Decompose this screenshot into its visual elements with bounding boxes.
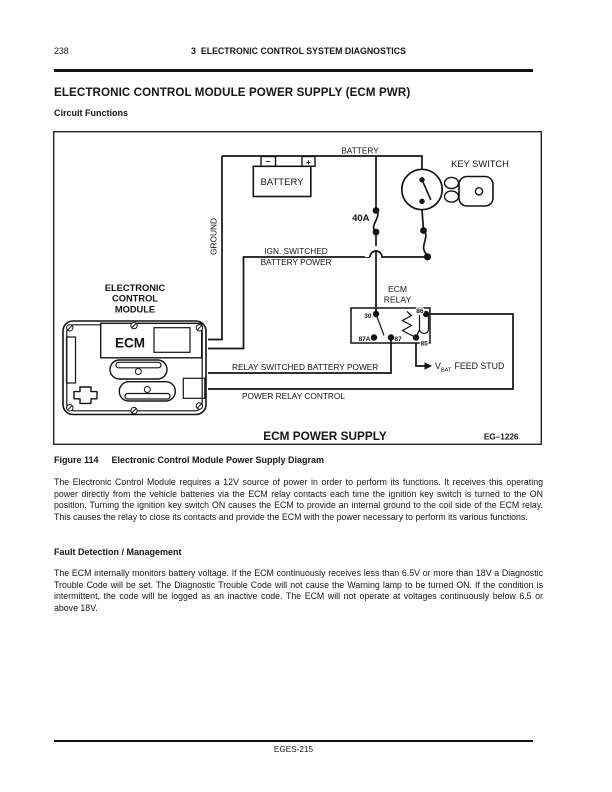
ecm-module-illustration: ECM <box>62 320 207 416</box>
relay-terminal-30-dot <box>372 310 380 318</box>
ecm-relay-label-line2: RELAY <box>384 294 412 304</box>
relay-terminal-86-dot <box>422 310 430 318</box>
document-id-footer: EGES-215 <box>273 745 314 754</box>
ecm-screws <box>66 321 204 415</box>
chapter-header: 3 ELECTRONIC CONTROL SYSTEM DIAGNOSTICS <box>191 46 406 56</box>
fault-detection-paragraph: The ECM internally monitors battery volt… <box>54 568 543 614</box>
header-rule <box>54 69 533 72</box>
ecm-side-panel <box>65 336 77 384</box>
circuit-functions-heading: Circuit Functions <box>54 108 128 118</box>
fuse-terminal-top <box>372 207 380 214</box>
relay-contact-arm <box>375 313 385 336</box>
key-switch-contact-top <box>419 177 425 183</box>
fuse-terminal-bottom <box>372 228 380 236</box>
ign-switched-wire-hop <box>369 250 428 258</box>
battery-minus-sign: − <box>266 156 271 166</box>
diagram-title: ECM POWER SUPPLY <box>263 429 387 443</box>
vbat-feed-wire <box>415 343 425 367</box>
key-switch-contact-bottom <box>419 198 425 204</box>
figure-caption-label: Figure 114 <box>54 455 99 465</box>
key-switch-arm <box>421 179 432 201</box>
relay-coil-zigzag <box>401 311 417 339</box>
ecm-plate-label: ECM <box>115 336 145 351</box>
relay-switched-label: RELAY SWITCHED BATTERY POWER <box>232 362 378 372</box>
ecm-relay-internals <box>375 311 430 339</box>
key-switch-drop-wire <box>421 209 425 231</box>
page-title: ELECTRONIC CONTROL MODULE POWER SUPPLY (… <box>54 86 411 99</box>
circuit-wires <box>208 155 514 390</box>
footer-rule <box>54 740 533 743</box>
vbat-v: V <box>435 361 441 371</box>
relay-terminal-87a-dot <box>370 334 378 341</box>
ign-switched-label-line2: BATTERY POWER <box>261 257 332 267</box>
ecm-right-block <box>182 377 206 399</box>
wire-hop-mask <box>365 246 387 258</box>
battery-symbol: − + BATTERY <box>252 155 316 198</box>
key-neck-upper <box>443 176 460 190</box>
ign-switched-wire <box>208 256 370 350</box>
ecm-relay-label-line1: ECM <box>388 284 407 294</box>
fuse-rating-label: 40A <box>352 213 370 224</box>
vbat-arrowhead-icon <box>424 362 432 370</box>
key-switch-symbol <box>400 168 494 211</box>
relay-coil-hairpin <box>418 315 430 335</box>
relay-terminal-86-label: 86 <box>416 308 424 315</box>
power-relay-control-wire <box>208 313 514 390</box>
ground-label: GROUND <box>209 218 219 255</box>
ground-wire <box>208 156 223 341</box>
battery-box <box>252 165 312 198</box>
wiring-diagram-figure: − + BATTERY ECM <box>53 131 542 445</box>
module-label-line2: CONTROL <box>112 294 158 304</box>
relay-terminal-87a-label: 87A <box>359 336 371 343</box>
relay-switched-battery-wire <box>208 337 392 374</box>
diagram-ref-number: EG–1226 <box>484 433 519 442</box>
relay-terminal-87-dot <box>387 334 395 341</box>
key-branch-terminal <box>420 227 427 234</box>
key-switch-label: KEY SWITCH <box>451 159 509 169</box>
relay-terminal-87-label: 87 <box>395 336 403 343</box>
relay-terminal-85-label: 85 <box>421 341 429 348</box>
fault-detection-heading: Fault Detection / Management <box>54 547 182 557</box>
vbat-rest: FEED STUD <box>455 361 505 371</box>
key-switch-circle <box>400 168 444 211</box>
battery-wire-label: BATTERY <box>341 146 379 156</box>
page-number: 238 <box>54 46 69 56</box>
ecm-connector-1 <box>109 359 168 380</box>
battery-plus-sign: + <box>306 157 311 167</box>
ign-switched-label-line1: IGN. SWITCHED <box>264 246 328 256</box>
relay-terminal-30-label: 30 <box>364 313 372 320</box>
vbat-subscript: BAT <box>441 367 452 373</box>
battery-box-label: BATTERY <box>261 177 305 188</box>
figure-caption-text: Electronic Control Module Power Supply D… <box>111 455 325 465</box>
module-label-line1: ELECTRONIC <box>105 283 166 293</box>
key-neck-lower <box>443 190 460 203</box>
junction-dots <box>370 207 432 341</box>
ign-junction-dot <box>423 253 432 261</box>
power-relay-control-label: POWER RELAY CONTROL <box>242 391 345 401</box>
ecm-plate-window <box>153 327 191 353</box>
circuit-functions-paragraph: The Electronic Control Module requires a… <box>54 477 543 523</box>
module-label-line3: MODULE <box>115 304 155 314</box>
key-hole-icon <box>474 187 484 196</box>
ecm-connector-2 <box>118 380 177 402</box>
battery-feed-wire <box>222 155 423 170</box>
ecm-power-supply-diagram: − + BATTERY ECM <box>53 131 542 445</box>
ecm-mount-bracket <box>73 386 98 405</box>
figure-caption: Figure 114 Electronic Control Module Powe… <box>54 455 324 465</box>
relay-terminal-85-dot <box>412 334 420 341</box>
